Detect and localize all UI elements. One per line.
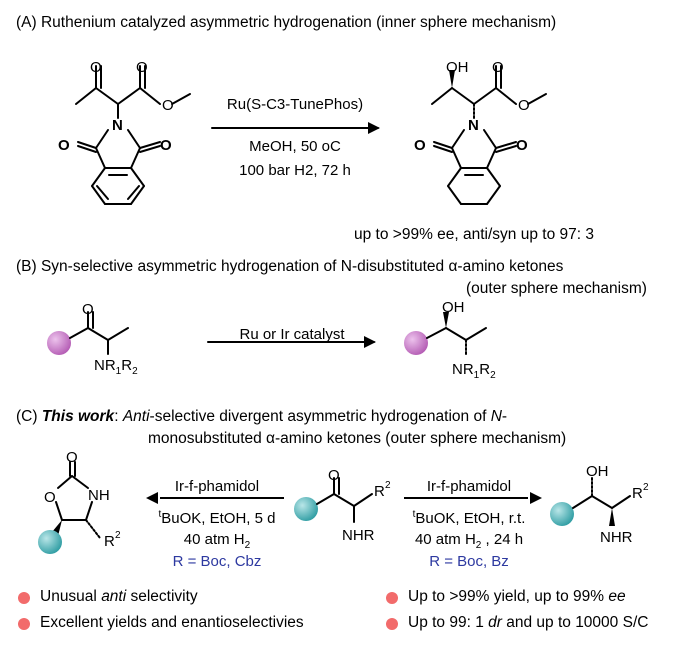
teal-sphere-icon [294, 497, 318, 521]
bullet-icon [386, 592, 398, 604]
section-a-pressure: 100 bar H2, 72 h [239, 162, 351, 179]
bullet-text-2: Excellent yields and enantioselectivies [40, 614, 304, 631]
section-c-title-line1: (C) This work: Anti-selective divergent … [16, 408, 508, 425]
svg-text:O: O [518, 97, 530, 114]
svg-text:OH: OH [446, 59, 469, 76]
section-c-diagram: O O NH R 2 O R 2 NHR OH R 2 NHR [38, 450, 649, 554]
svg-text:O: O [414, 137, 426, 154]
purple-sphere-icon [47, 331, 71, 355]
right-base: tBuOK, EtOH, r.t. [412, 509, 526, 527]
section-a-solvent: MeOH, 50 oC [249, 138, 341, 155]
svg-text:O: O [58, 137, 70, 154]
teal-sphere-icon [38, 530, 62, 554]
svg-text:O: O [162, 97, 174, 114]
svg-text:O: O [90, 59, 102, 76]
teal-sphere-icon [550, 502, 574, 526]
right-catalyst: Ir-f-phamidol [426, 478, 512, 495]
bullet-text-3: Up to >99% yield, up to 99% ee [408, 588, 626, 605]
section-b-substituent-right: NR1R2 [452, 361, 496, 381]
left-r-groups: R = Boc, Cbz [172, 553, 262, 570]
bullet-icon [386, 618, 398, 630]
section-c-title-line2: monosubstituted α-amino ketones (outer s… [148, 430, 567, 447]
right-r-groups: R = Boc, Bz [429, 553, 509, 570]
left-base: tBuOK, EtOH, 5 d [158, 509, 276, 527]
svg-text:R: R [632, 485, 643, 502]
svg-text:2: 2 [385, 480, 391, 491]
section-b-title-line1: (B) Syn-selective asymmetric hydrogenati… [16, 258, 564, 275]
section-b-catalyst: Ru or Ir catalyst [239, 326, 345, 343]
svg-text:OH: OH [442, 300, 465, 316]
svg-text:O: O [66, 450, 78, 466]
section-a-result: up to >99% ee, anti/syn up to 97: 3 [354, 226, 594, 243]
svg-text:N: N [112, 117, 123, 134]
svg-text:O: O [492, 59, 504, 76]
svg-text:2: 2 [643, 482, 649, 493]
section-b-diagram: O OH [47, 300, 487, 357]
svg-text:R: R [374, 483, 385, 500]
section-b-substituent-left: NR1R2 [94, 357, 138, 377]
section-a-catalyst: Ru(S-C3-TunePhos) [226, 96, 364, 113]
svg-text:O: O [328, 467, 340, 484]
left-pressure: 40 atm H2 [183, 531, 251, 551]
svg-text:R: R [104, 533, 115, 550]
svg-text:NHR: NHR [600, 529, 633, 546]
right-pressure: 40 atm H2 , 24 h [414, 531, 524, 551]
svg-text:2: 2 [115, 530, 121, 541]
bullet-text-1: Unusual anti selectivity [40, 588, 198, 605]
bullet-icon [18, 592, 30, 604]
bullet-icon [18, 618, 30, 630]
svg-text:O: O [136, 59, 148, 76]
svg-text:N: N [468, 117, 479, 134]
svg-text:OH: OH [586, 463, 609, 480]
svg-text:O: O [160, 137, 172, 154]
section-b-title-line2: (outer sphere mechanism) [466, 280, 647, 297]
svg-text:NHR: NHR [342, 527, 375, 544]
section-a-title: (A) Ruthenium catalyzed asymmetric hydro… [16, 14, 557, 31]
left-catalyst: Ir-f-phamidol [174, 478, 260, 495]
bullet-text-4: Up to 99: 1 dr and up to 10000 S/C [408, 614, 649, 631]
svg-text:O: O [516, 137, 528, 154]
svg-text:O: O [82, 301, 94, 318]
svg-text:NH: NH [88, 487, 110, 504]
purple-sphere-icon [404, 331, 428, 355]
svg-text:O: O [44, 489, 56, 506]
